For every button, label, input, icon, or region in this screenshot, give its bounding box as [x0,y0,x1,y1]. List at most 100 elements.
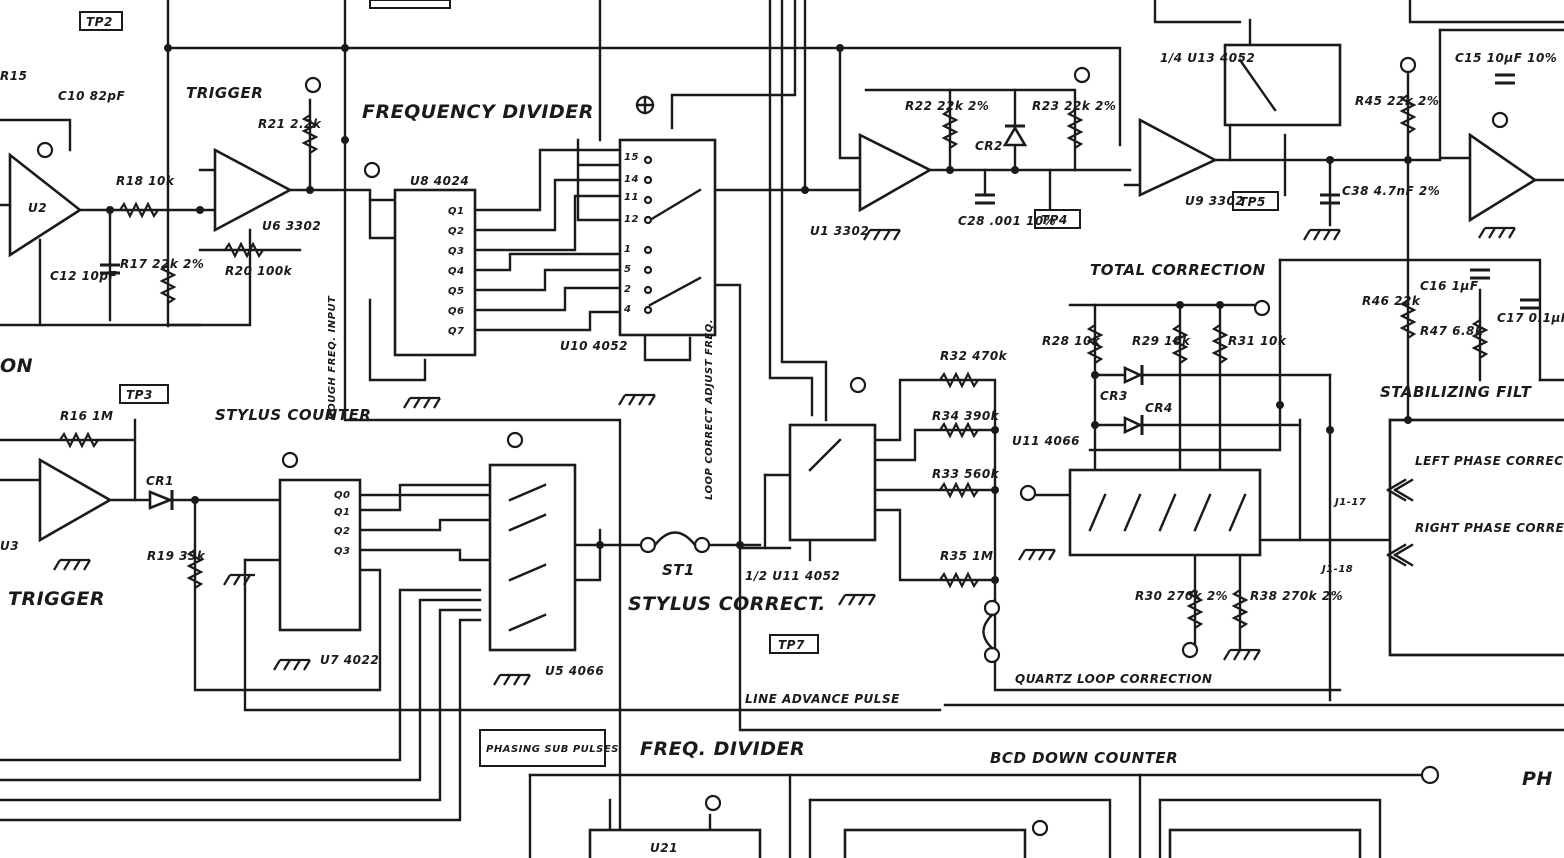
junctions [36,44,1509,837]
r45-label: R45 22k 2% [1355,94,1439,108]
u13-label: 1/4 U13 4052 [1160,51,1255,65]
u8-label: U8 4024 [410,174,469,188]
r18-label: R18 10k [116,174,175,188]
j1-18-label: J1-18 [1320,564,1353,575]
test-points [79,0,1279,767]
caps-diodes [100,73,1540,510]
c10-label: C10 82pF [58,89,125,103]
u7-label: U7 4022 [320,653,379,667]
r20-label: R20 100k [225,264,293,278]
u21-box [588,828,762,858]
u8-q2: Q2 [448,226,464,237]
u7-box [278,478,362,632]
r15-label: R15 [0,69,27,83]
label-stylus-counter: STYLUS COUNTER [215,406,371,424]
r16-label: R16 1M [60,409,113,423]
u9-label: U9 3302 [1185,194,1244,208]
r31-label: R31 10k [1228,334,1287,348]
resistors [59,94,1489,629]
r22-label: R22 22k 2% [905,99,989,113]
r38-label: R38 270k 2% [1250,589,1343,603]
u8-q6: Q6 [448,306,464,317]
u21-label: U21 [650,841,678,855]
r35-label: R35 1M [940,549,993,563]
counter-a-box [843,828,1027,858]
c28-label: C28 .001 10% [958,214,1056,228]
u8-q7: Q7 [448,326,464,337]
c16-label: C16 1µF [1420,279,1479,293]
u11-label: 1/2 U11 4052 [745,569,840,583]
u1-label: U1 3302 [810,224,869,238]
rough-freq-label: ROUGH FREQ. INPUT [327,295,338,420]
cr1-label: CR1 [146,474,174,488]
j1-17-label: J1-17 [1333,497,1366,508]
r34-label: R34 390k [932,409,1000,423]
u3-label: U3 [0,539,19,553]
r29-label: R29 10k [1132,334,1191,348]
tp2-label: TP2 [86,15,113,29]
tp4-label: TP4 [1041,213,1068,227]
label-left-phase: LEFT PHASE CORRECTION [1415,454,1564,468]
u10-pin-a: 15 [624,152,639,163]
label-total-correction: TOTAL CORRECTION [1090,261,1266,279]
u10-label: U10 4052 [560,339,628,353]
u8-q3: Q3 [448,246,464,257]
u10-pin-e: 1 [624,244,631,255]
c17-label: C17 0.1µF [1497,311,1564,325]
r19-label: R19 33k [147,549,206,563]
r21-label: R21 2.2k [258,117,322,131]
tp3-label: TP3 [126,388,153,402]
loop-adjust-label: LOOP CORRECT ADJUST FREQ. [704,319,715,500]
ground-symbols [53,226,1516,686]
r46-label: R46 22k [1362,294,1421,308]
label-right-phase: RIGHT PHASE CORRECTION [1415,521,1564,535]
u6-opamp [213,147,293,233]
r17-label: R17 22k 2% [120,257,204,271]
u5-box [488,463,577,652]
u7-q2: Q2 [334,526,350,537]
label-line-advance: LINE ADVANCE PULSE [745,692,900,706]
u10-pin-b: 14 [624,174,639,185]
u10-pin-f: 5 [624,264,631,275]
u7-q0: Q0 [334,490,350,501]
u5-label: U5 4066 [545,664,604,678]
label-freq-divider-bottom: FREQ. DIVIDER [640,738,805,760]
u31-box [1068,468,1262,557]
op-amps [8,117,1538,543]
u13-box [788,423,877,542]
u10-pin-g: 2 [624,284,631,295]
ic-boxes [278,43,1564,858]
c15-label: C15 10µF 10% [1455,51,1557,65]
counter-b-box [1168,828,1362,858]
u10-pin-c: 11 [624,192,639,203]
label-stabilizing-filter: STABILIZING FILT [1380,383,1533,401]
label-partial-left: ON [0,355,33,377]
tp5-label: TP5 [1239,195,1266,209]
label-stylus-correct: STYLUS CORRECT. [628,593,826,615]
cr3-label: CR3 [1100,389,1128,403]
r33-label: R33 560k [932,467,1000,481]
labels: TRIGGER FREQUENCY DIVIDER STYLUS COUNTER… [0,15,1564,855]
r30-label: R30 270k 2% [1135,589,1228,603]
c38-label: C38 4.7nF 2% [1342,184,1440,198]
u2-label: U2 [28,201,47,215]
switch-contacts [508,58,1277,632]
u6-label: U6 3302 [262,219,321,233]
u1-opamp [858,132,933,213]
label-frequency-divider: FREQUENCY DIVIDER [362,101,594,123]
u8-q4: Q4 [448,266,464,277]
tp7-label: TP7 [778,638,805,652]
r28-label: R28 10k [1042,334,1101,348]
label-partial-right: PH [1522,768,1553,790]
u8-q5: Q5 [448,286,464,297]
u10-box [618,138,717,337]
u12-opamp [1468,132,1538,223]
u8-q1: Q1 [448,206,464,217]
label-quartz-loop: QUARTZ LOOP CORRECTION [1015,672,1212,686]
label-phasing-box: PHASING SUB PULSES [486,744,619,755]
label-trigger-bottom: TRIGGER [8,588,105,610]
r47-label: R47 6.8k [1420,324,1484,338]
label-bcd-down-counter: BCD DOWN COUNTER [990,749,1178,767]
cr4-label: CR4 [1145,401,1173,415]
